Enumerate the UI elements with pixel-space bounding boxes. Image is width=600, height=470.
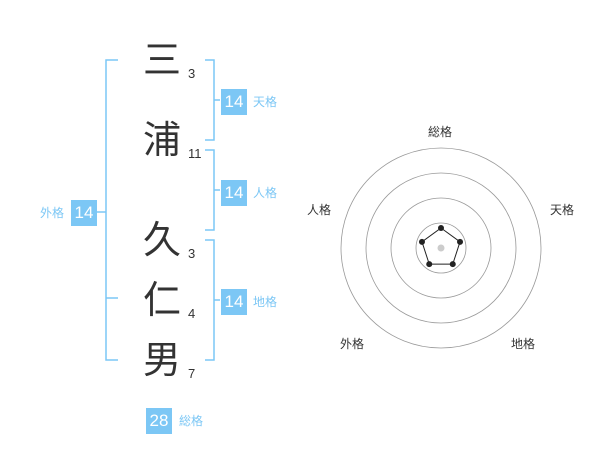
radar-point-1 [438,225,444,231]
radar-center-dot [437,244,445,252]
name-char-5: 男 [142,338,181,382]
radar-label-soukaku: 総格 [428,125,453,139]
tenkaku-bracket [205,59,220,141]
gaikaku-bracket [96,59,118,361]
name-char-4: 仁 [142,278,181,322]
radar-ring [340,147,542,349]
radar-ring [390,197,492,299]
tenkaku-label: 天格 [253,95,278,109]
tenkaku-value: 14 [221,89,247,115]
jinkaku-bracket [205,149,220,231]
stroke-count-4: 4 [188,306,196,321]
chikaku-label: 地格 [253,295,278,309]
soukaku-label: 総格 [179,414,204,428]
gaikaku-value: 14 [71,200,97,226]
radar-label-tenkaku: 天格 [550,203,575,217]
name-char-2: 浦 [142,118,181,162]
gaikaku-label: 外格 [40,206,65,220]
stroke-count-1: 3 [188,66,196,81]
radar-label-jinkaku: 人格 [307,203,332,217]
soukaku-value: 28 [146,408,172,434]
radar-point-5 [418,238,425,245]
stroke-count-5: 7 [188,366,196,381]
radar-label-gaikaku: 外格 [340,337,365,351]
jinkaku-label: 人格 [253,186,278,200]
radar-polygon [421,227,461,265]
name-char-3: 久 [142,218,181,262]
radar-label-chikaku: 地格 [511,337,536,351]
radar-ring [415,222,467,274]
chikaku-bracket [205,239,220,361]
stroke-count-2: 11 [188,146,202,161]
chikaku-value: 14 [221,289,247,315]
stroke-count-3: 3 [188,246,196,261]
jinkaku-value: 14 [221,180,247,206]
radar-point-3 [449,261,456,268]
radar-ring [365,172,517,324]
name-char-1: 三 [142,38,181,82]
radar-point-4 [426,261,433,268]
radar-point-2 [457,238,464,245]
